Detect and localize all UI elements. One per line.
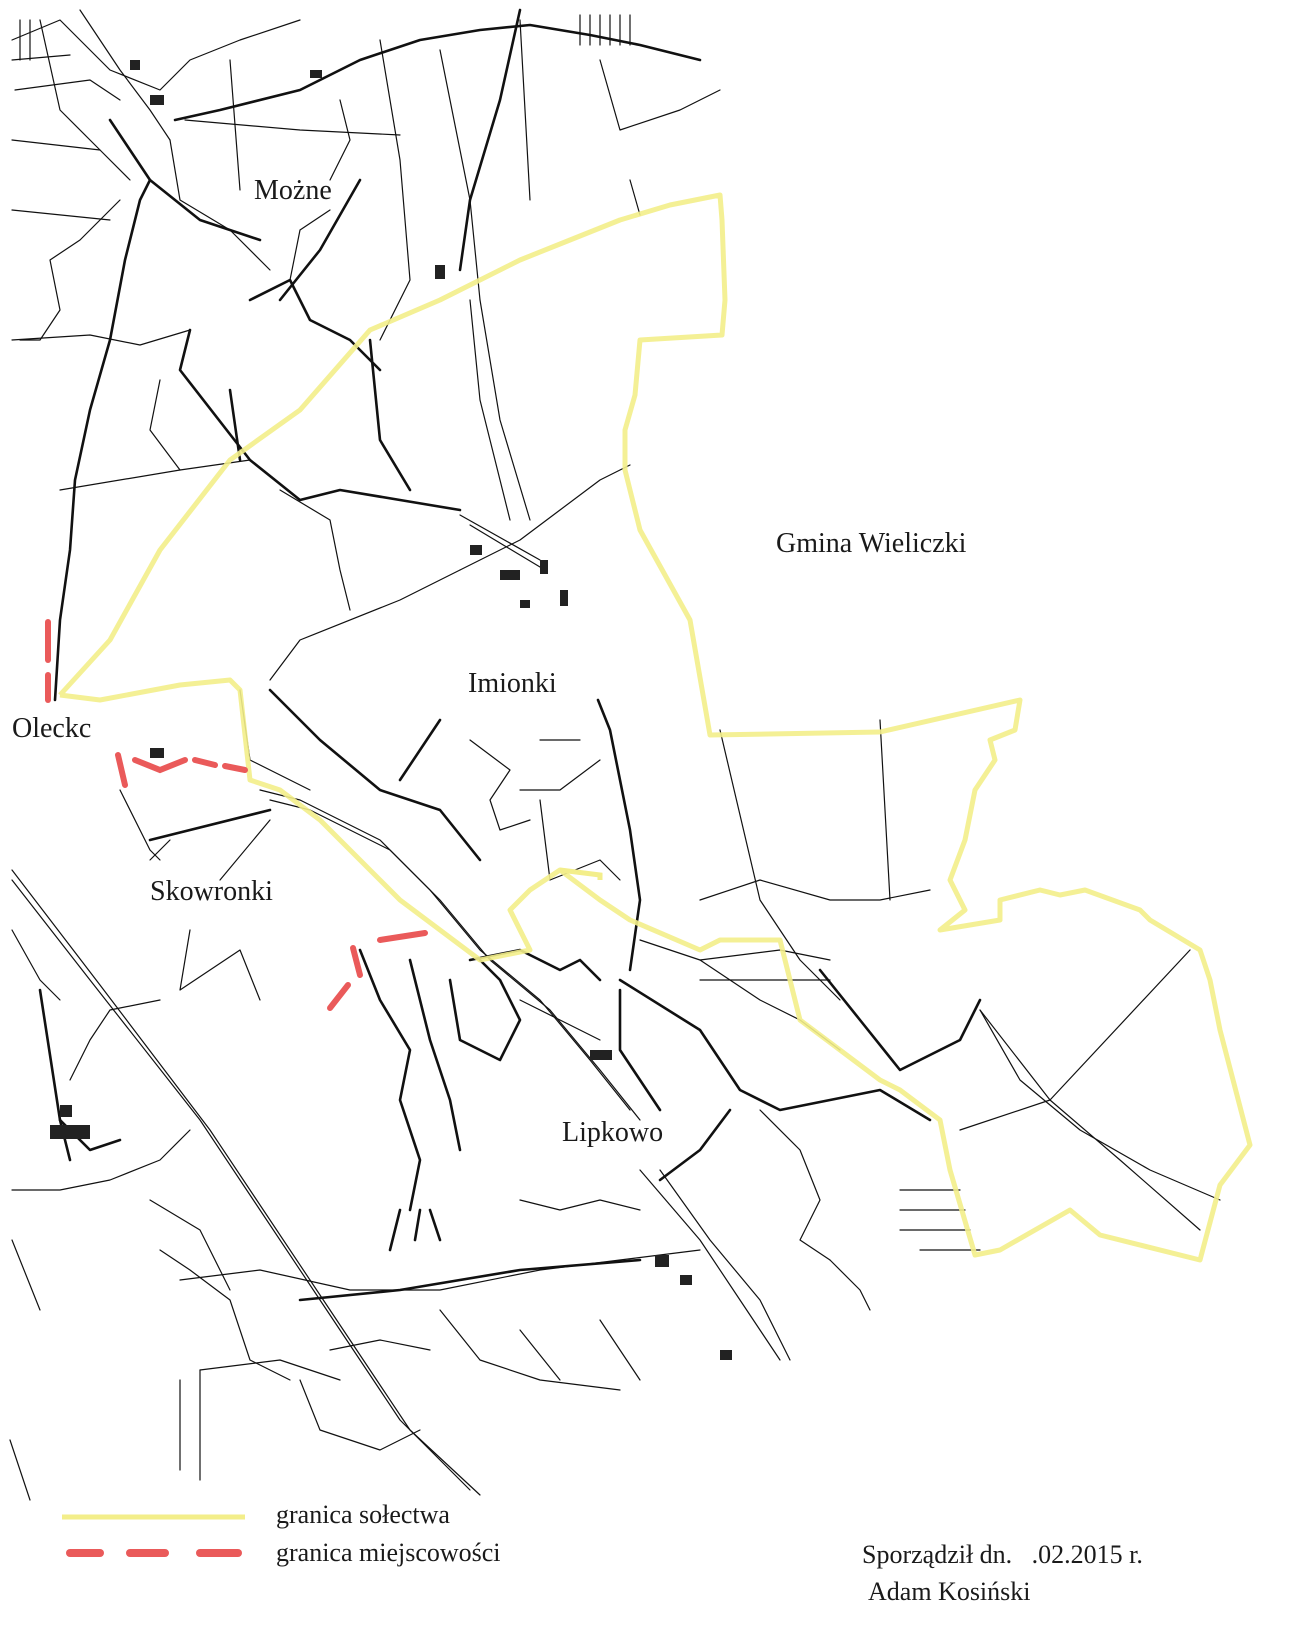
place-label-skowronki: Skowronki [150, 876, 273, 907]
signature-date: Sporządził dn. .02.2015 r. [862, 1540, 1143, 1569]
place-label-gmina: Gmina Wieliczki [776, 528, 967, 559]
signature-author: Adam Kosiński [868, 1577, 1031, 1606]
place-label-mozne: Możne [254, 175, 332, 206]
legend-miejscowosc-label: granica miejscowości [276, 1538, 501, 1567]
buildings [50, 60, 732, 1360]
solectwo-boundary [58, 192, 1253, 1263]
road-network [9, 8, 1221, 1501]
place-label-imionki: Imionki [468, 668, 557, 699]
place-label-olecko: Oleckc [12, 713, 92, 744]
place-label-lipkowo: Lipkowo [562, 1117, 664, 1148]
miejscowosc-boundary [45, 619, 428, 1011]
legend-solectwo-label: granica sołectwa [276, 1500, 450, 1529]
